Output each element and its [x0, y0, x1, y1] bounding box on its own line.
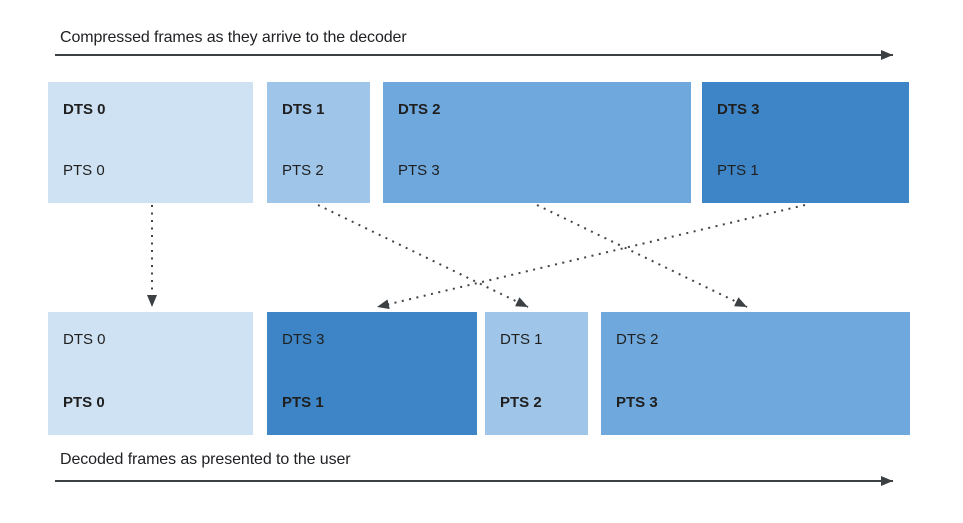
compressed-frame-2: DTS 2 PTS 3 — [383, 82, 691, 203]
pts-label: PTS 3 — [398, 162, 440, 179]
compressed-frame-0: DTS 0 PTS 0 — [48, 82, 253, 203]
dts-label: DTS 3 — [717, 101, 760, 118]
compressed-frame-1: DTS 1 PTS 2 — [267, 82, 370, 203]
dts-label: DTS 0 — [63, 331, 106, 348]
decoded-frame-1: DTS 3 PTS 1 — [267, 312, 477, 435]
decoded-frame-2: DTS 1 PTS 2 — [485, 312, 588, 435]
connector-dts2-to-pts3 — [536, 204, 748, 308]
dts-label: DTS 2 — [398, 101, 441, 118]
decoded-frames-label: Decoded frames as presented to the user — [60, 451, 351, 468]
connector-dts1-to-pts2 — [317, 204, 529, 308]
pts-label: PTS 0 — [63, 394, 105, 411]
compressed-frame-3: DTS 3 PTS 1 — [702, 82, 909, 203]
pts-label: PTS 0 — [63, 162, 105, 179]
dts-label: DTS 1 — [500, 331, 543, 348]
dts-label: DTS 1 — [282, 101, 325, 118]
pts-label: PTS 1 — [717, 162, 759, 179]
dts-label: DTS 2 — [616, 331, 659, 348]
compressed-frames-label: Compressed frames as they arrive to the … — [60, 29, 407, 46]
pts-label: PTS 2 — [282, 162, 324, 179]
decoded-frame-3: DTS 2 PTS 3 — [601, 312, 910, 435]
dts-label: DTS 0 — [63, 101, 106, 118]
connector-dts3-to-pts1 — [376, 204, 806, 310]
pts-label: PTS 2 — [500, 394, 542, 411]
dts-label: DTS 3 — [282, 331, 325, 348]
decoded-frame-0: DTS 0 PTS 0 — [48, 312, 253, 435]
pts-label: PTS 3 — [616, 394, 658, 411]
pts-label: PTS 1 — [282, 394, 324, 411]
